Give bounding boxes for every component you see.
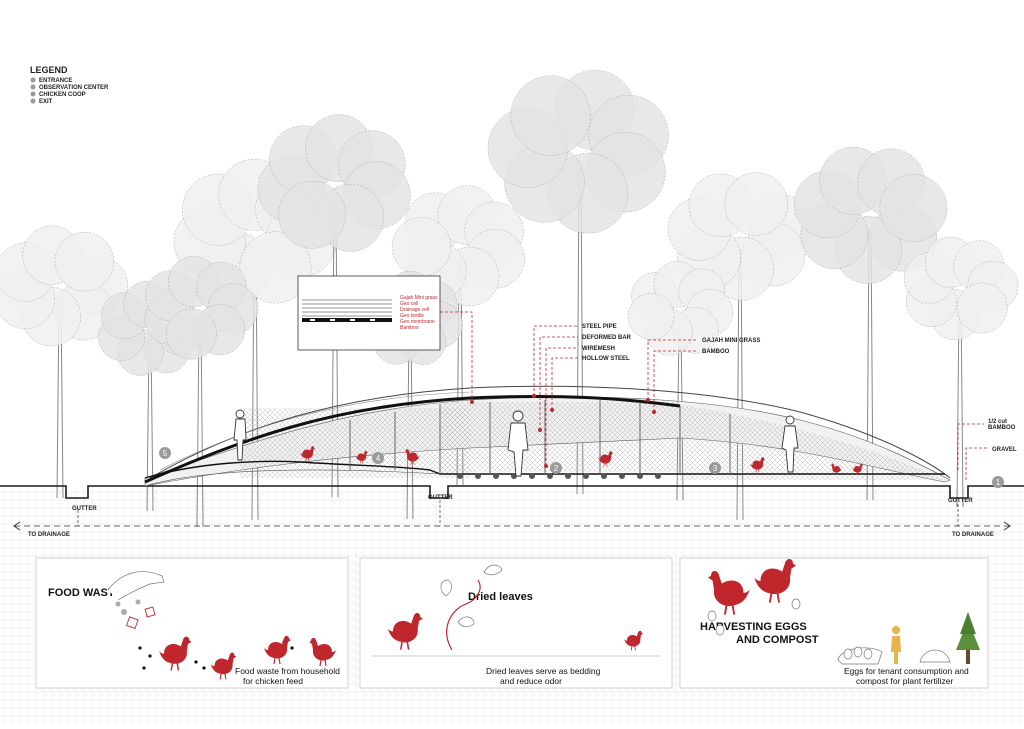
layer-drainage-cell: Drainage cell: [400, 307, 429, 313]
panel-dried-leaves-title: Dried leaves: [468, 591, 533, 603]
child-figure: [891, 626, 901, 664]
legend-observation-center: OBSERVATION CENTER: [39, 85, 109, 91]
gutter-label-left: GUTTER: [72, 506, 97, 512]
chicken-icon: [300, 446, 316, 462]
marker-2-label: 2: [554, 464, 559, 473]
panel-dried-leaves-caption-2: and reduce odor: [500, 676, 562, 686]
tree: [257, 114, 411, 498]
roof-detail-callout: Gajah Mini grass Geo cell Drainage cell …: [297, 275, 474, 404]
label-steel-pipe: STEEL PIPE: [582, 324, 617, 330]
marker-2: 2: [550, 462, 562, 474]
chicken-icon: [404, 449, 420, 465]
marker-5: 5: [159, 447, 171, 459]
chicken-icon: [750, 457, 766, 473]
chicken-icon: [309, 637, 336, 667]
marker-4-label: 4: [376, 454, 381, 463]
chicken-icon: [598, 451, 614, 467]
label-half-cut: 1/2 cut: [988, 419, 1007, 425]
chicken-icon: [852, 463, 864, 475]
label-deformed-bar: DEFORMED BAR: [582, 335, 632, 341]
panel-food-waste: FOOD WASTE Food waste from household for…: [35, 557, 349, 689]
label-wiremesh: WIREMESH: [582, 346, 615, 352]
label-gajah-mini-grass: GAJAH MINI GRASS: [702, 338, 760, 344]
panel-harvesting-caption-1: Eggs for tenant consumption and: [844, 666, 969, 676]
label-bamboo: BAMBOO: [702, 349, 730, 355]
chicken-icon: [624, 630, 644, 651]
panel-harvesting: HARVESTING EGGS AND COMPOST Eggs for ten…: [679, 557, 989, 689]
panel-harvesting-title-1: HARVESTING EGGS: [700, 621, 807, 633]
marker-3-label: 3: [713, 464, 718, 473]
chicken-icon: [707, 570, 750, 615]
ground-line: [0, 485, 1024, 499]
chicken-icon: [754, 558, 797, 603]
chicken-icon: [355, 450, 368, 464]
chicken-icon: [387, 613, 423, 650]
chicken-icon: [264, 635, 291, 665]
layer-geo-membrane: Geo membrane: [400, 319, 435, 325]
drainage-line: [13, 500, 1011, 531]
chicken-coop-structure: [144, 385, 951, 487]
panel-chickens: [159, 558, 797, 680]
structure-callouts: STEEL PIPE DEFORMED BAR WIREMESH HOLLOW …: [532, 324, 1017, 480]
layer-geo-textile: Geo textile: [400, 313, 424, 319]
small-tree: [956, 612, 980, 664]
legend-title: LEGEND: [30, 65, 68, 75]
marker-1: 1: [992, 476, 1004, 488]
person-figures: [233, 409, 799, 477]
coop-chickens: [300, 446, 864, 475]
marker-3: 3: [709, 462, 721, 474]
layer-geo-cell: Geo cell: [400, 301, 418, 307]
legend-entrance: ENTRANCE: [39, 78, 72, 84]
gutter-label-right: GUTTER: [948, 498, 973, 504]
legend-chicken-coop: CHICKEN COOP: [39, 92, 86, 98]
marker-5-label: 5: [163, 449, 168, 458]
layer-bamboo: Bamboo: [400, 325, 419, 331]
legend-exit: EXIT: [39, 99, 53, 105]
tree: [667, 172, 812, 521]
chicken-icon: [159, 636, 192, 671]
drainage-label-right: TO DRAINAGE: [952, 532, 994, 538]
layer-gajah-mini-grass: Gajah Mini grass: [400, 295, 438, 301]
chicken-icon: [210, 652, 237, 680]
panel-harvesting-title-2: AND COMPOST: [736, 634, 819, 646]
tree: [0, 225, 129, 499]
label-gravel: GRAVEL: [992, 447, 1017, 453]
tree: [487, 69, 669, 495]
panel-harvesting-caption-2: compost for plant fertilizer: [856, 676, 953, 686]
panel-food-waste-caption-1: Food waste from household: [235, 666, 340, 676]
panel-food-waste-caption-2: for chicken feed: [243, 676, 303, 686]
gutter-label-center: GUTTER: [428, 495, 453, 501]
tree: [793, 146, 948, 501]
tree: [144, 256, 259, 528]
chicken-icon: [830, 463, 842, 475]
marker-1-label: 1: [996, 478, 1001, 487]
tree: [903, 236, 1019, 508]
tree: [627, 261, 734, 501]
panel-food-waste-title: FOOD WASTE: [48, 587, 122, 599]
label-half-cut-bamboo: BAMBOO: [988, 425, 1016, 431]
marker-4: 4: [372, 452, 384, 464]
panel-dried-leaves-caption-1: Dried leaves serve as bedding: [486, 666, 601, 676]
legend: LEGEND ENTRANCE OBSERVATION CENTER CHICK…: [30, 65, 109, 105]
label-hollow-steel: HOLLOW STEEL: [582, 356, 630, 362]
drainage-label-left: TO DRAINAGE: [28, 532, 70, 538]
